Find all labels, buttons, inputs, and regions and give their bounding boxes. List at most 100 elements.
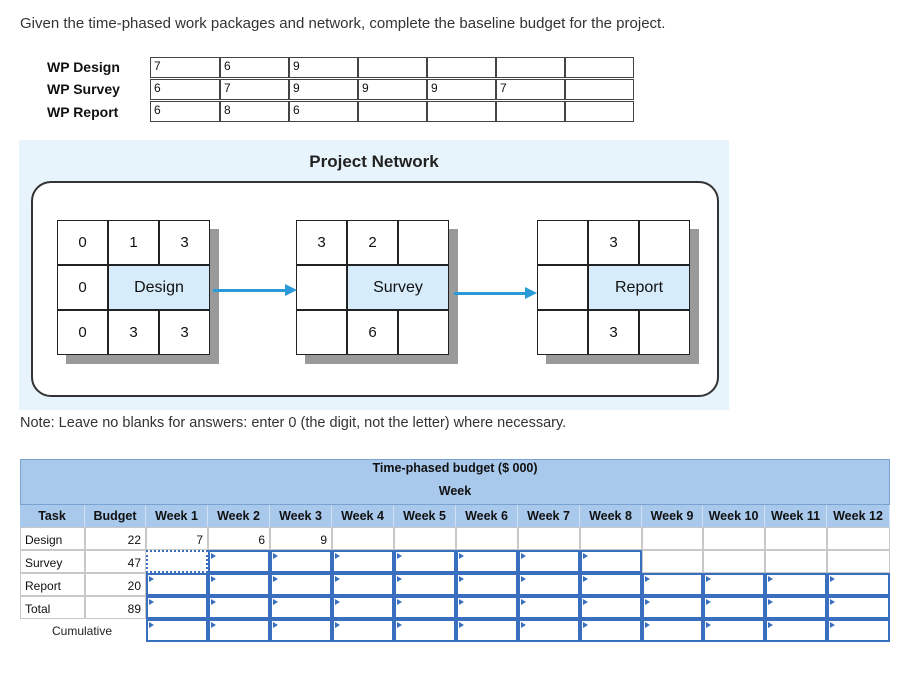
week-input-cell[interactable] xyxy=(270,573,332,596)
node-cell: 2 xyxy=(347,220,398,265)
note-text: Note: Leave no blanks for answers: enter… xyxy=(20,415,567,431)
column-header: Week 8 xyxy=(580,505,642,527)
week-input-cell[interactable] xyxy=(703,596,765,619)
week-input-cell[interactable] xyxy=(456,596,518,619)
week-input-cell[interactable] xyxy=(642,573,703,596)
node-cell xyxy=(639,220,690,265)
week-input-cell[interactable] xyxy=(518,596,580,619)
week-input-cell[interactable] xyxy=(394,573,456,596)
column-header: Week 4 xyxy=(332,505,394,527)
budget-table-header xyxy=(20,459,890,505)
week-empty-cell xyxy=(765,550,827,573)
cumulative-input-cell[interactable] xyxy=(765,619,827,642)
wp-cell xyxy=(565,101,634,122)
week-value-cell xyxy=(580,527,642,550)
week-input-cell[interactable] xyxy=(456,573,518,596)
week-value-cell xyxy=(642,527,703,550)
cumulative-input-cell[interactable] xyxy=(456,619,518,642)
week-input-cell[interactable] xyxy=(270,596,332,619)
budget-cell: 47 xyxy=(85,550,146,573)
node-cell xyxy=(398,310,449,355)
week-input-cell[interactable] xyxy=(208,573,270,596)
column-header: Budget xyxy=(85,505,146,527)
week-input-cell[interactable] xyxy=(270,550,332,573)
week-input-cell[interactable] xyxy=(765,573,827,596)
column-header: Week 11 xyxy=(765,505,827,527)
cumulative-input-cell[interactable] xyxy=(518,619,580,642)
task-cell: Report xyxy=(20,573,85,596)
week-input-cell[interactable] xyxy=(827,573,890,596)
week-input-cell[interactable] xyxy=(642,596,703,619)
week-input-cell[interactable] xyxy=(394,550,456,573)
cumulative-input-cell[interactable] xyxy=(703,619,765,642)
cumulative-input-cell[interactable] xyxy=(208,619,270,642)
week-input-cell[interactable] xyxy=(208,596,270,619)
task-cell: Total xyxy=(20,596,85,619)
week-input-cell[interactable] xyxy=(146,550,208,573)
node-cell xyxy=(398,220,449,265)
week-input-cell[interactable] xyxy=(146,573,208,596)
wp-cell: 6 xyxy=(220,57,289,78)
wp-cell xyxy=(427,101,496,122)
wp-label: WP Report xyxy=(47,104,119,120)
budget-cell: 20 xyxy=(85,573,146,596)
wp-cell xyxy=(565,57,634,78)
week-input-cell[interactable] xyxy=(146,596,208,619)
week-input-cell[interactable] xyxy=(394,596,456,619)
week-empty-cell xyxy=(642,550,703,573)
cumulative-input-cell[interactable] xyxy=(580,619,642,642)
cumulative-input-cell[interactable] xyxy=(270,619,332,642)
column-header: Week 7 xyxy=(518,505,580,527)
week-input-cell[interactable] xyxy=(332,573,394,596)
node-name: Report xyxy=(588,265,690,310)
arrow-survey-report xyxy=(454,287,537,299)
wp-cell: 9 xyxy=(289,79,358,100)
wp-cell: 6 xyxy=(150,79,220,100)
column-header: Task xyxy=(20,505,85,527)
week-input-cell[interactable] xyxy=(580,596,642,619)
week-value-cell xyxy=(332,527,394,550)
column-header: Week 9 xyxy=(642,505,703,527)
instruction-text: Given the time-phased work packages and … xyxy=(20,15,666,32)
week-input-cell[interactable] xyxy=(518,573,580,596)
cumulative-input-cell[interactable] xyxy=(394,619,456,642)
column-header: Week 1 xyxy=(146,505,208,527)
node-cell: 0 xyxy=(57,220,108,265)
node-cell xyxy=(537,220,588,265)
wp-cell: 7 xyxy=(496,79,565,100)
wp-cell xyxy=(496,101,565,122)
week-input-cell[interactable] xyxy=(456,550,518,573)
node-cell: 3 xyxy=(588,310,639,355)
column-header: Week 10 xyxy=(703,505,765,527)
week-value-cell xyxy=(518,527,580,550)
week-value-cell xyxy=(456,527,518,550)
cumulative-input-cell[interactable] xyxy=(827,619,890,642)
cumulative-input-cell[interactable] xyxy=(642,619,703,642)
wp-cell: 6 xyxy=(150,101,220,122)
node-cell xyxy=(296,265,347,310)
week-input-cell[interactable] xyxy=(580,550,642,573)
node-cell: 1 xyxy=(108,220,159,265)
week-input-cell[interactable] xyxy=(765,596,827,619)
week-input-cell[interactable] xyxy=(518,550,580,573)
week-input-cell[interactable] xyxy=(580,573,642,596)
week-input-cell[interactable] xyxy=(332,596,394,619)
week-value-cell: 9 xyxy=(270,527,332,550)
cumulative-input-cell[interactable] xyxy=(332,619,394,642)
week-input-cell[interactable] xyxy=(703,573,765,596)
node-cell: 6 xyxy=(347,310,398,355)
node-cell: 0 xyxy=(57,310,108,355)
column-header: Week 12 xyxy=(827,505,890,527)
budget-table-week-label: Week xyxy=(438,484,472,498)
week-input-cell[interactable] xyxy=(332,550,394,573)
column-header: Week 2 xyxy=(208,505,270,527)
node-cell: 3 xyxy=(108,310,159,355)
week-value-cell xyxy=(827,527,890,550)
node-cell: 3 xyxy=(159,310,210,355)
budget-cell: 89 xyxy=(85,596,146,619)
cumulative-input-cell[interactable] xyxy=(146,619,208,642)
week-input-cell[interactable] xyxy=(827,596,890,619)
node-name: Survey xyxy=(347,265,449,310)
week-input-cell[interactable] xyxy=(208,550,270,573)
column-header: Week 5 xyxy=(394,505,456,527)
